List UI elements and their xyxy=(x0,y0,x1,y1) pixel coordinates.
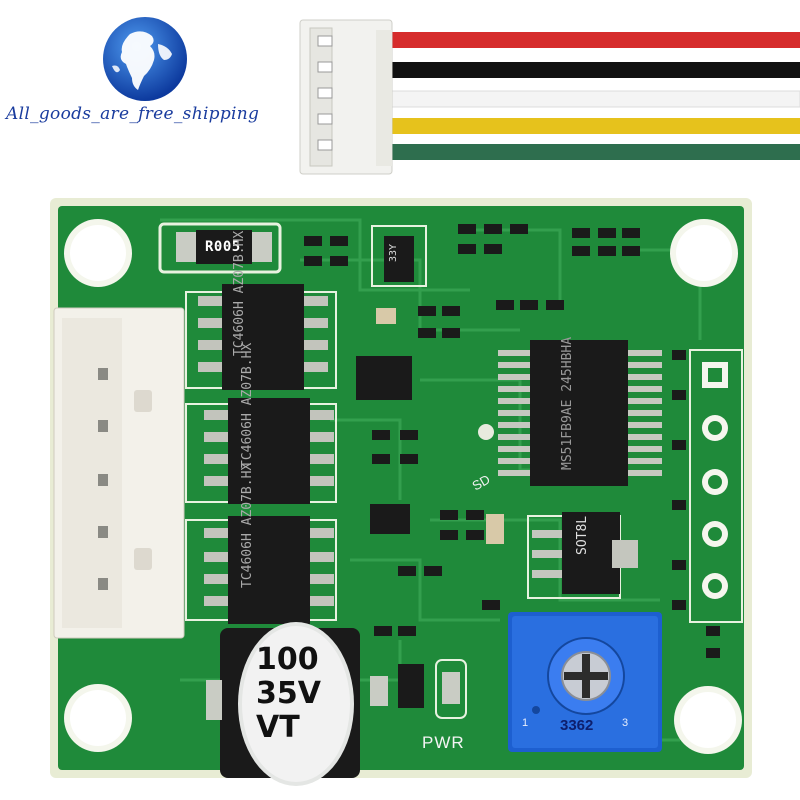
wire-green xyxy=(392,144,800,160)
smd-capacitor xyxy=(376,308,396,324)
transistor xyxy=(371,225,427,287)
transistor xyxy=(356,356,412,534)
wire-red xyxy=(392,32,800,48)
jst-connector xyxy=(299,19,393,175)
smd-capacitor xyxy=(206,680,222,720)
mounting-hole xyxy=(674,686,742,754)
transistor-label: 33Y xyxy=(388,243,399,262)
driver-ic-1-label: TC4606H AZ07B.HX xyxy=(232,230,247,356)
globe-logo-icon xyxy=(103,17,187,101)
driver-ic-3-label: TC4606H AZ07B.HX xyxy=(240,462,255,588)
controller-chip-label: MS51FB9AE 245HBHA xyxy=(560,336,575,470)
wire-white xyxy=(391,90,800,108)
capacitor-voltage: 35V xyxy=(256,676,321,711)
wire-black xyxy=(392,62,800,78)
silkscreen-pwr: PWR xyxy=(422,733,465,752)
regulator-label: SOT8L xyxy=(575,515,590,555)
pot-model-label: 3362 xyxy=(560,717,594,734)
smd-capacitor xyxy=(370,676,388,706)
mounting-hole xyxy=(670,219,738,287)
capacitor-series: VT xyxy=(256,710,300,745)
driver-ic-1 xyxy=(185,284,337,390)
shunt-resistor-label: R005 xyxy=(205,239,241,255)
voltage-regulator xyxy=(527,512,638,599)
pwr-led xyxy=(435,659,467,719)
electrolytic-capacitor xyxy=(220,622,360,786)
driver-ic-3 xyxy=(185,516,337,624)
brand-watermark-text: All_goods_are_free_shipping xyxy=(6,104,260,124)
capacitor-capacitance: 100 xyxy=(256,642,319,677)
mounting-hole xyxy=(64,219,132,287)
pot-pin-1-label: 1 xyxy=(522,717,529,729)
shunt-resistor xyxy=(158,222,282,274)
right-header-pads xyxy=(689,349,743,623)
smd-resistor xyxy=(398,664,424,708)
controller-chip xyxy=(498,340,662,486)
driver-ic-2-label: TC4606H AZ07B.HX xyxy=(240,342,255,468)
test-point xyxy=(478,424,494,440)
capacitor-rating: 100 35V VT xyxy=(256,643,356,745)
pcb-board xyxy=(50,198,752,786)
smd-capacitor xyxy=(486,514,504,544)
wire-yellow xyxy=(392,118,800,134)
cable-assembly xyxy=(299,19,800,175)
wire-bundle xyxy=(391,32,800,160)
smd-components xyxy=(304,224,720,658)
potentiometer[interactable] xyxy=(508,612,662,752)
driver-ic-2 xyxy=(185,398,337,504)
mounting-hole xyxy=(64,684,132,752)
left-header-connector xyxy=(53,307,185,639)
pot-pin-3-label: 3 xyxy=(622,717,629,729)
